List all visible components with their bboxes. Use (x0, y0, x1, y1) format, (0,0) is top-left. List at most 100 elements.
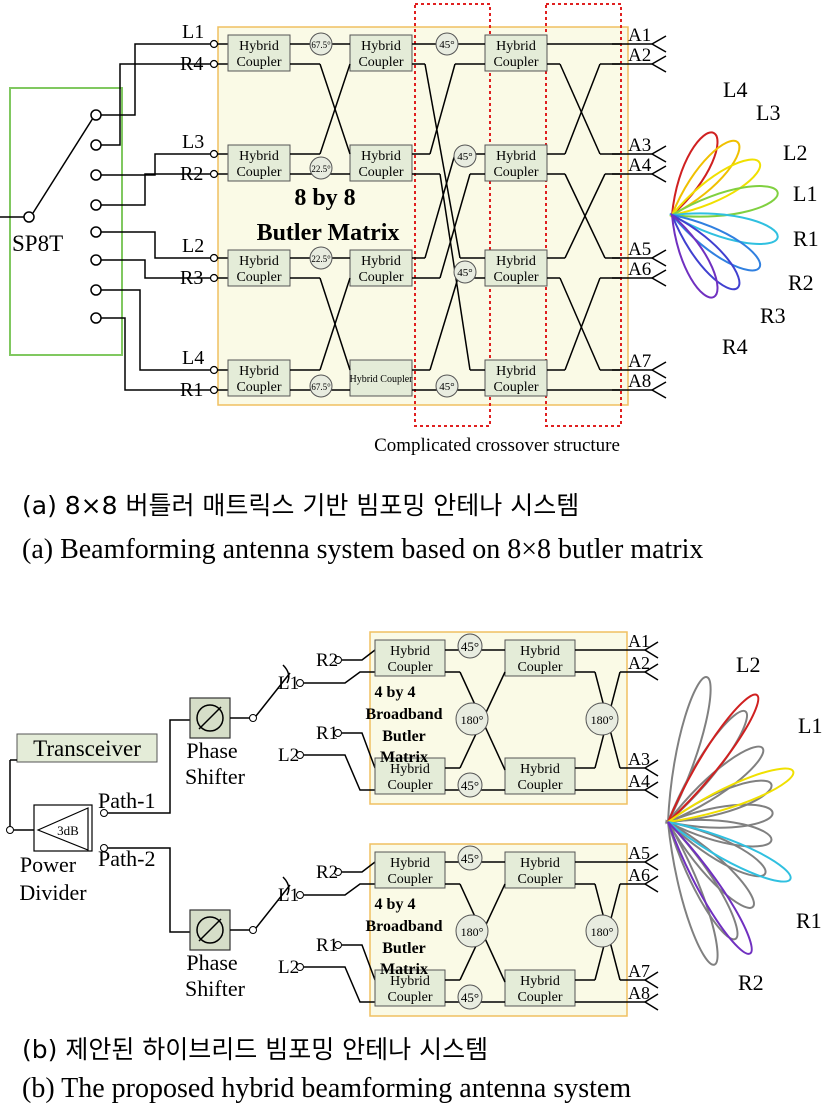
phase-shift-5: 45° (435, 32, 459, 56)
port-label-L1-1: L1 (278, 673, 299, 694)
svg-text:45°: 45° (461, 778, 479, 793)
svg-text:Coupler: Coupler (358, 55, 403, 70)
svg-text:45°: 45° (461, 990, 479, 1005)
beam-label-L4: L4 (723, 77, 747, 102)
svg-text:A3: A3 (628, 135, 651, 156)
matrix-title-line2: Butler Matrix (257, 220, 400, 246)
sp8t-label: SP8T (12, 231, 63, 256)
power-divider-label-1: Power (20, 852, 77, 877)
antenna-A7: A7 (620, 961, 659, 989)
matrix-title-1-1: 4 by 4 (375, 684, 416, 701)
sp8t-throw-4 (90, 199, 102, 211)
svg-text:Coupler: Coupler (387, 990, 432, 1005)
svg-text:A6: A6 (628, 865, 650, 885)
beam-label-R3: R3 (760, 303, 786, 328)
svg-text:A8: A8 (628, 983, 650, 1003)
phase-shift-b2-4: 180° (585, 914, 619, 948)
sp8t-throw-8 (90, 312, 102, 324)
matrix-title-1-3: Butler (382, 728, 426, 745)
port-node-L1 (209, 39, 219, 49)
svg-text:Hybrid: Hybrid (239, 149, 279, 164)
port-node-R4 (209, 59, 219, 69)
svg-text:Phase: Phase (186, 738, 237, 763)
matrix-title-2-1: 4 by 4 (375, 896, 416, 913)
svg-text:Hybrid Coupler: Hybrid Coupler (349, 374, 413, 385)
port-label-L2-2: L2 (278, 957, 299, 978)
svg-text:Coupler: Coupler (517, 778, 562, 793)
svg-text:Hybrid: Hybrid (239, 254, 279, 269)
phase-shift-3: 22.5° (309, 246, 333, 270)
port-label-R2: R2 (180, 163, 203, 185)
svg-text:Hybrid: Hybrid (520, 974, 560, 989)
svg-text:180°: 180° (461, 925, 484, 939)
beam-gray-5 (664, 803, 774, 829)
svg-text:A8: A8 (628, 371, 651, 392)
svg-text:Hybrid: Hybrid (520, 644, 560, 659)
svg-text:Coupler: Coupler (517, 660, 562, 675)
phase-shift-1: 67.5° (309, 32, 333, 56)
beam-label-L2: L2 (783, 140, 807, 165)
svg-text:Hybrid: Hybrid (390, 644, 430, 659)
svg-text:Coupler: Coupler (236, 165, 281, 180)
port-node-R2 (209, 169, 219, 179)
caption-a-english: (a) Beamforming antenna system based on … (22, 534, 704, 565)
beam-R1 (668, 212, 779, 245)
sp8t-throw-6 (90, 254, 102, 266)
hybrid-group-2: PhaseShifterR2L1R1L2HybridCouplerHybridC… (185, 843, 659, 1017)
svg-text:45°: 45° (457, 267, 472, 279)
svg-text:Hybrid: Hybrid (390, 762, 430, 777)
port-node-L2-2 (296, 963, 304, 971)
phase-shift-2: 22.5° (309, 156, 333, 180)
svg-text:45°: 45° (461, 639, 479, 654)
matrix-title-2-3: Butler (382, 940, 426, 957)
svg-text:Hybrid: Hybrid (496, 39, 536, 54)
beam-label-b-L2: L2 (736, 652, 760, 677)
svg-text:Hybrid: Hybrid (496, 149, 536, 164)
beam-label-R1: R1 (793, 226, 819, 251)
power-divider-value: 3dB (57, 823, 79, 838)
beam-gray-9 (667, 821, 739, 941)
svg-text:Hybrid: Hybrid (496, 364, 536, 379)
beam-label-R4: R4 (722, 334, 748, 359)
path-2-label: Path-2 (98, 846, 155, 871)
phase-shift-7: 45° (453, 260, 477, 284)
beam-label-b-R1: R1 (796, 908, 822, 933)
port-label-R1: R1 (180, 379, 203, 401)
phase-shift-b2-1: 45° (457, 845, 483, 871)
svg-text:Coupler: Coupler (387, 778, 432, 793)
caption-b-korean: (b) 제안된 하이브리드 빔포밍 안테나 시스템 (22, 1035, 489, 1064)
antenna-A8: A8 (612, 371, 667, 399)
phase-shift-b2-2: 45° (457, 984, 483, 1010)
phase-shift-b2-3: 180° (455, 914, 489, 948)
beam-R3 (670, 212, 741, 291)
phase-shift-b1-2: 45° (457, 772, 483, 798)
svg-text:Coupler: Coupler (236, 380, 281, 395)
beam-label-b-L1: L1 (798, 713, 822, 738)
svg-text:Coupler: Coupler (493, 270, 538, 285)
phase-shift-b1-3: 180° (455, 702, 489, 736)
svg-text:Coupler: Coupler (493, 165, 538, 180)
svg-text:Coupler: Coupler (517, 990, 562, 1005)
svg-text:Hybrid: Hybrid (520, 762, 560, 777)
svg-text:Coupler: Coupler (387, 872, 432, 887)
beam-R2 (667, 821, 753, 955)
port-node-R1-2 (334, 941, 342, 949)
antenna-A2: A2 (612, 45, 667, 73)
svg-text:Coupler: Coupler (236, 270, 281, 285)
matrix-title-line1: 8 by 8 (294, 185, 355, 211)
svg-text:A4: A4 (628, 155, 652, 176)
port-label-L1-2: L1 (278, 885, 299, 906)
svg-text:A2: A2 (628, 45, 651, 66)
beam-label-b-R2: R2 (738, 970, 764, 995)
svg-text:Hybrid: Hybrid (361, 254, 401, 269)
svg-text:A4: A4 (628, 771, 650, 791)
